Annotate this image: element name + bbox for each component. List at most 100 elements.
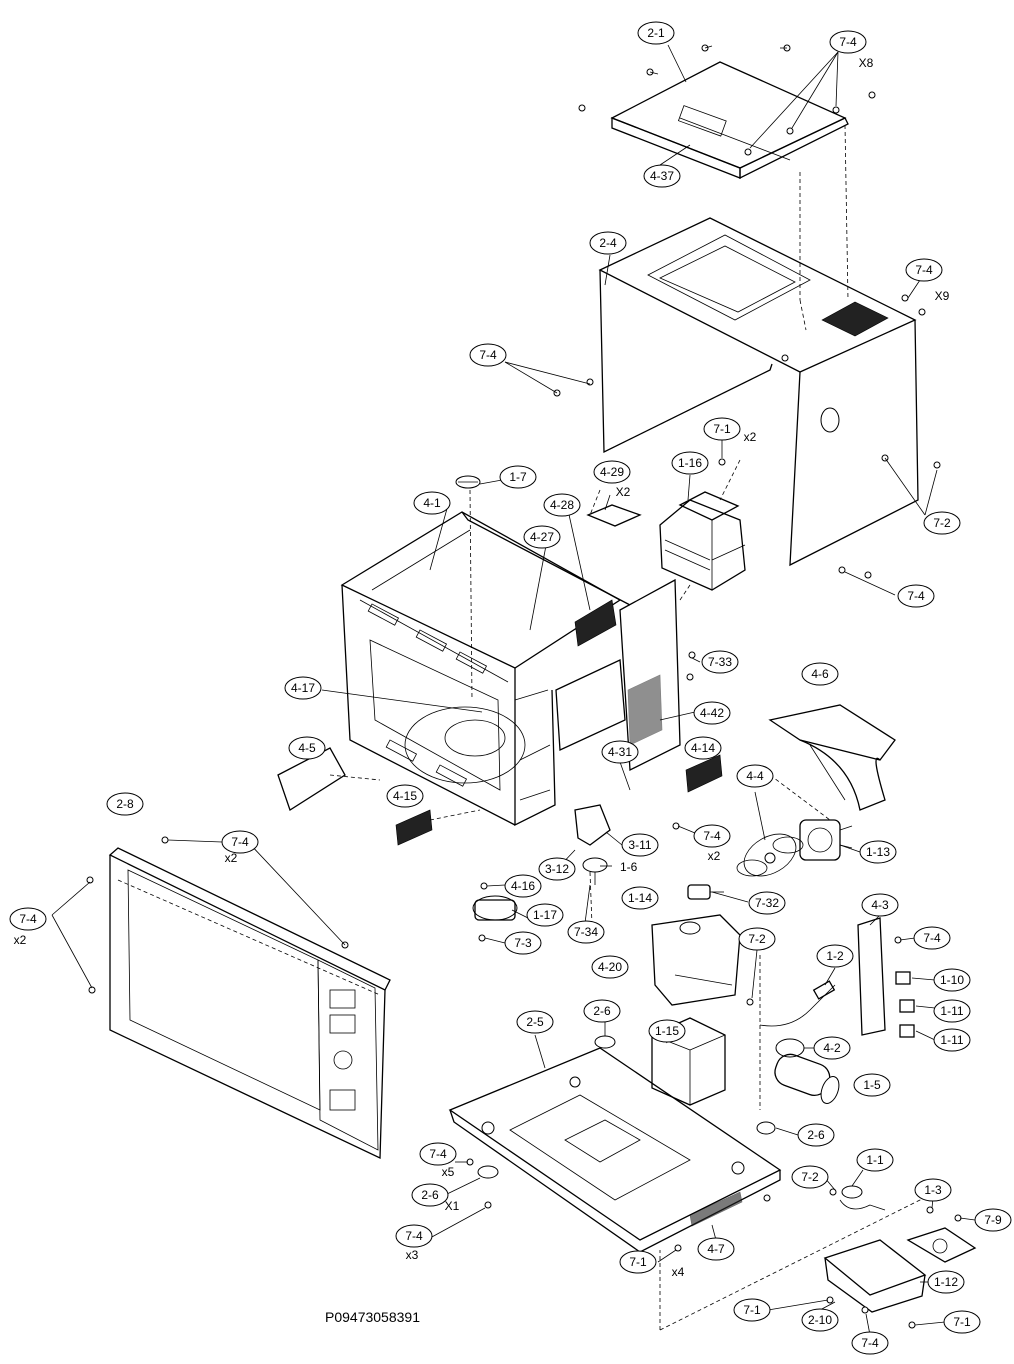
callout-1-3: 1-3 — [914, 1178, 952, 1202]
callout-label: 2-10 — [808, 1313, 832, 1327]
callout-4-4: 4-4 — [736, 764, 774, 788]
callout-label: 4-1 — [423, 496, 441, 510]
turntable-motor-coupling-part — [582, 857, 608, 885]
callout-2-6-x1: 2-6X1 — [411, 1183, 460, 1213]
callout-1-5: 1-5 — [853, 1073, 891, 1097]
base-plate-part — [448, 1047, 782, 1253]
callout-7-3: 7-3 — [504, 931, 542, 955]
callout-label: 7-4 — [915, 263, 933, 277]
callout-7-4-left-case: 7-4 — [469, 343, 507, 367]
callout-label: 4-31 — [608, 745, 632, 759]
callout-qty: x5 — [442, 1165, 455, 1179]
callout-label: 7-4 — [19, 912, 37, 926]
callout-2-10: 2-10 — [801, 1308, 839, 1332]
callout-label: 4-29 — [600, 465, 624, 479]
callout-2-1: 2-1 — [637, 21, 675, 45]
callout-label: 1-7 — [509, 470, 527, 484]
waveguide-cover-part — [586, 504, 642, 527]
grille-part-4-14 — [685, 754, 723, 793]
leader-lines — [51, 44, 976, 1336]
callout-2-8: 2-8 — [106, 792, 144, 816]
callout-label: 4-3 — [871, 898, 889, 912]
callout-label: 1-10 — [940, 973, 964, 987]
callout-label: 7-1 — [743, 1303, 761, 1317]
callout-label: 4-14 — [691, 741, 715, 755]
callout-7-1-bottom-left: 7-1 — [733, 1298, 771, 1322]
bracket-part — [574, 804, 611, 846]
callout-label: 1-11 — [940, 1004, 963, 1018]
callout-label: 7-4 — [923, 931, 941, 945]
capacitor-bracket-part — [651, 914, 741, 1006]
callout-label: 1-2 — [826, 949, 844, 963]
air-duct-part — [768, 704, 896, 811]
callout-label: 4-37 — [650, 169, 674, 183]
callout-7-9: 7-9 — [974, 1208, 1012, 1232]
callout-7-4-door-top: 7-4x2 — [221, 830, 259, 865]
callout-7-4-x8: 7-4X8 — [829, 30, 874, 70]
callout-7-33: 7-33 — [701, 650, 739, 674]
callout-7-4-x5: 7-4x5 — [419, 1142, 457, 1179]
callout-label: 7-33 — [708, 655, 732, 669]
callout-4-14: 4-14 — [684, 736, 722, 760]
callout-label: 7-1 — [629, 1255, 647, 1269]
callout-7-4-bottom: 7-4 — [851, 1331, 889, 1355]
callout-7-1-bottom-right: 7-1 — [943, 1310, 981, 1334]
callout-label: 7-2 — [748, 932, 766, 946]
fan-motor-part — [799, 819, 853, 861]
callout-label: 1-16 — [678, 456, 702, 470]
door-frame-part — [108, 847, 391, 1160]
fuse-part — [759, 980, 836, 1027]
callout-label: 7-4 — [479, 348, 497, 362]
callout-label: 1-11 — [940, 1033, 963, 1047]
callout-label: 1-17 — [533, 908, 557, 922]
callout-7-2-case: 7-2 — [923, 511, 961, 535]
callout-label: 1-5 — [863, 1078, 881, 1092]
part-drawings — [86, 44, 977, 1331]
callout-label: 7-1 — [953, 1315, 971, 1329]
callout-label: 1-3 — [924, 1183, 942, 1197]
callout-1-2: 1-2 — [816, 944, 854, 968]
callout-4-15: 4-15 — [386, 784, 424, 808]
callout-4-3: 4-3 — [861, 893, 899, 917]
callout-1-1: 1-1 — [856, 1148, 894, 1172]
callout-qty: x2 — [744, 430, 757, 444]
grille-part-4-28 — [574, 599, 617, 647]
callout-qty: x4 — [672, 1265, 685, 1279]
callout-7-1-x4: 7-1 x4 — [619, 1250, 685, 1279]
callout-label: 7-3 — [514, 936, 532, 950]
callout-1-11-a: 1-11 — [933, 999, 971, 1023]
callout-4-6: 4-6 — [801, 662, 839, 686]
callout-label: 7-4 — [231, 835, 249, 849]
transformer-part — [651, 1017, 726, 1106]
callout-label: 2-4 — [599, 236, 617, 250]
grille-part-4-15 — [395, 809, 433, 846]
capacitor-part — [774, 1038, 840, 1104]
callout-label: 1-14 — [628, 891, 652, 905]
callout-7-4-x9: 7-4X9 — [905, 258, 950, 303]
callout-2-6-top: 2-6 — [583, 999, 621, 1023]
drawing-code: P09473058391 — [325, 1309, 420, 1325]
callout-1-7: 1-7 — [499, 465, 537, 489]
callout-label: 2-6 — [807, 1128, 825, 1142]
callout-3-12: 3-12 — [538, 857, 576, 881]
perforated-panel-part — [619, 578, 681, 772]
callout-qty: X1 — [445, 1199, 460, 1213]
callout-label: 3-11 — [628, 838, 651, 852]
callout-1-11-b: 1-11 — [933, 1028, 971, 1052]
callout-1-13: 1-13 — [859, 840, 897, 864]
callout-label: 7-4 — [429, 1147, 447, 1161]
callout-2-6-right: 2-6 — [797, 1123, 835, 1147]
callout-label: 3-12 — [545, 862, 569, 876]
callout-4-20: 4-20 — [591, 955, 629, 979]
callout-3-11: 3-11 — [621, 833, 659, 857]
callout-label: 4-28 — [550, 498, 574, 512]
control-board-part — [906, 1227, 977, 1263]
turntable-motor-part — [472, 895, 518, 921]
callout-label: 4-5 — [298, 741, 316, 755]
callout-label: 7-32 — [755, 896, 779, 910]
latch-board-part — [857, 917, 915, 1038]
callout-label: 4-15 — [393, 789, 417, 803]
callout-label: 2-5 — [526, 1015, 544, 1029]
callout-qty: x2 — [14, 933, 27, 947]
